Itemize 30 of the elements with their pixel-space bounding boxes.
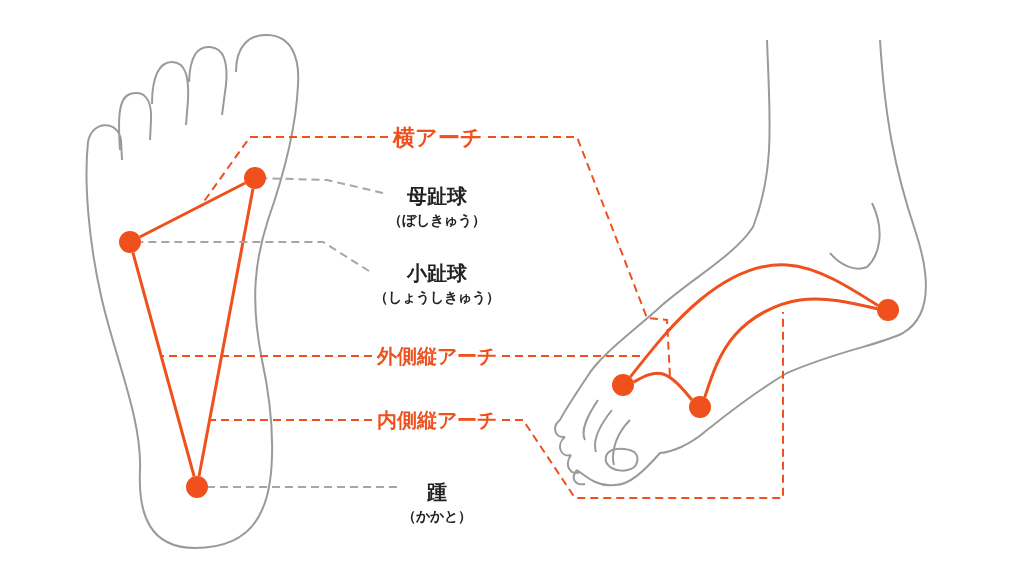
leader-line <box>207 486 398 488</box>
arch-line <box>632 371 693 401</box>
arch-line <box>139 181 246 239</box>
part-label: 横アーチ <box>393 123 483 152</box>
part-label: 踵 <box>427 479 447 507</box>
leader-line <box>265 177 384 194</box>
leader-line <box>501 311 784 499</box>
dot-marker <box>186 476 208 498</box>
leader-line <box>160 355 373 357</box>
arch-line <box>197 188 255 477</box>
leader-line <box>487 136 671 378</box>
arch-line <box>629 263 879 378</box>
reading-label: （ぼしきゅう） <box>388 211 486 231</box>
part-label: 外側縦アーチ <box>377 343 497 370</box>
dot-marker <box>244 167 266 189</box>
leader-line <box>140 241 370 272</box>
part-label: 母趾球 <box>407 183 467 211</box>
dot-marker <box>612 374 634 396</box>
dot-marker <box>877 299 899 321</box>
part-label: 小趾球 <box>407 260 467 288</box>
leader-line <box>199 136 389 208</box>
part-label: 内側縦アーチ <box>377 407 497 434</box>
leader-line <box>209 419 373 421</box>
leader-line <box>501 355 641 357</box>
arch-line <box>131 252 196 477</box>
dot-marker <box>689 396 711 418</box>
reading-label: （しょうしきゅう） <box>374 288 500 308</box>
arch-line <box>703 297 878 398</box>
reading-label: （かかと） <box>402 507 472 527</box>
dot-marker <box>119 231 141 253</box>
